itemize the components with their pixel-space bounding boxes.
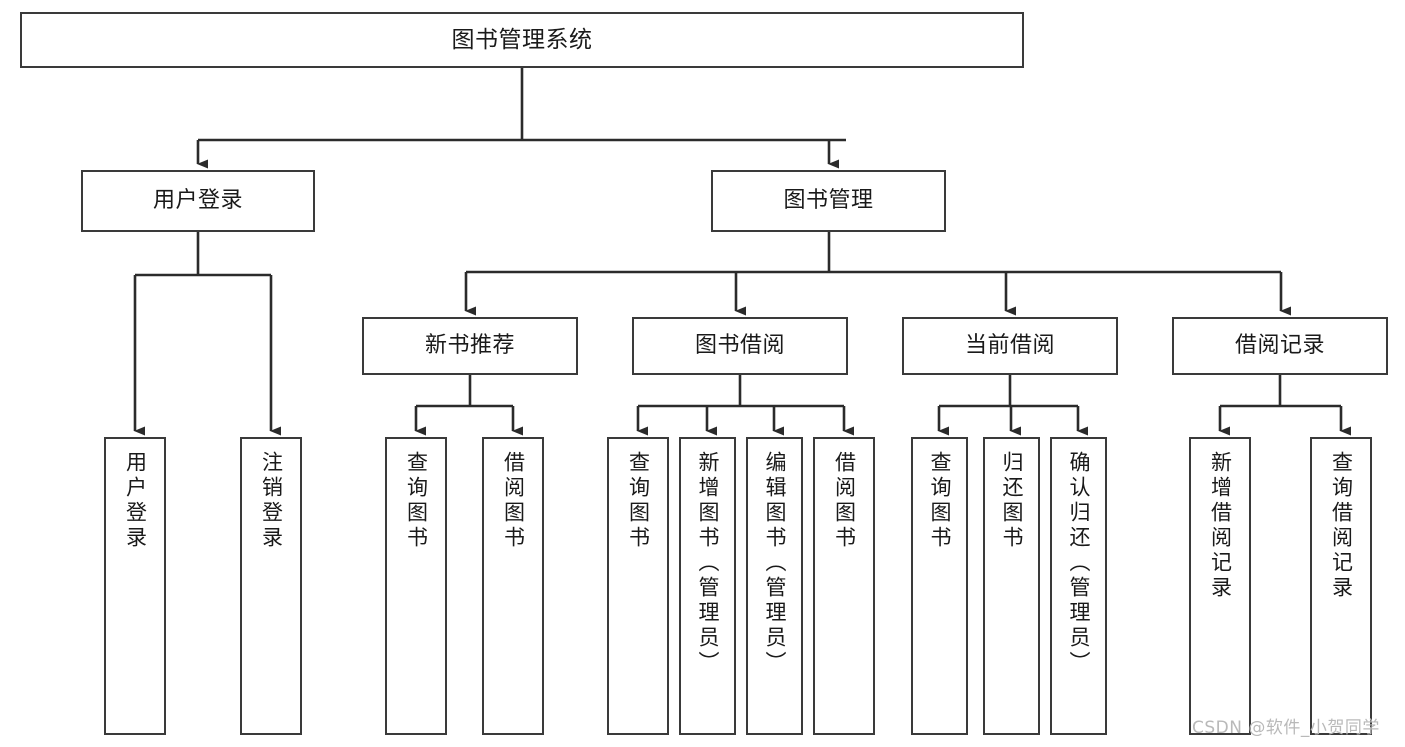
leaf-add-book-admin-label: 新增图书（管理员） xyxy=(696,451,720,676)
leaf-confirm-return-admin[interactable]: 确认归还（管理员） xyxy=(1050,437,1107,735)
node-book-management[interactable]: 图书管理 xyxy=(711,170,946,232)
node-current-borrow-label: 当前借阅 xyxy=(964,333,1055,359)
node-root[interactable]: 图书管理系统 xyxy=(20,12,1024,68)
leaf-add-borrow-record-label: 新增借阅记录 xyxy=(1208,451,1233,601)
leaf-query-book-1-label: 查询图书 xyxy=(404,451,429,551)
leaf-borrow-book-1[interactable]: 借阅图书 xyxy=(482,437,544,735)
node-borrow-record[interactable]: 借阅记录 xyxy=(1172,317,1388,375)
node-current-borrow[interactable]: 当前借阅 xyxy=(902,317,1118,375)
csdn-watermark: CSDN @软件_小贺同学 xyxy=(1192,718,1380,738)
node-user-login-label: 用户登录 xyxy=(152,188,243,214)
leaf-return-book-label: 归还图书 xyxy=(1000,451,1024,551)
leaf-logout-label: 注销登录 xyxy=(259,451,284,551)
leaf-add-book-admin[interactable]: 新增图书（管理员） xyxy=(679,437,736,735)
node-book-borrow-label: 图书借阅 xyxy=(694,333,785,359)
node-new-book-recommend[interactable]: 新书推荐 xyxy=(362,317,578,375)
leaf-user-login-label: 用户登录 xyxy=(123,451,148,551)
leaf-query-borrow-record-label: 查询借阅记录 xyxy=(1329,451,1354,601)
leaf-return-book[interactable]: 归还图书 xyxy=(983,437,1040,735)
leaf-query-book-2[interactable]: 查询图书 xyxy=(607,437,669,735)
leaf-user-login[interactable]: 用户登录 xyxy=(104,437,166,735)
leaf-confirm-return-admin-label: 确认归还（管理员） xyxy=(1067,451,1091,676)
leaf-query-borrow-record[interactable]: 查询借阅记录 xyxy=(1310,437,1372,735)
node-new-book-recommend-label: 新书推荐 xyxy=(424,333,515,359)
leaf-borrow-book-2[interactable]: 借阅图书 xyxy=(813,437,875,735)
leaf-edit-book-admin[interactable]: 编辑图书（管理员） xyxy=(746,437,803,735)
node-user-login[interactable]: 用户登录 xyxy=(81,170,315,232)
leaf-query-book-3[interactable]: 查询图书 xyxy=(911,437,968,735)
leaf-logout[interactable]: 注销登录 xyxy=(240,437,302,735)
node-root-label: 图书管理系统 xyxy=(451,26,593,53)
leaf-borrow-book-2-label: 借阅图书 xyxy=(832,451,857,551)
node-borrow-record-label: 借阅记录 xyxy=(1234,333,1325,359)
leaf-edit-book-admin-label: 编辑图书（管理员） xyxy=(763,451,787,676)
node-book-management-label: 图书管理 xyxy=(783,188,874,214)
leaf-query-book-1[interactable]: 查询图书 xyxy=(385,437,447,735)
node-book-borrow[interactable]: 图书借阅 xyxy=(632,317,848,375)
leaf-query-book-3-label: 查询图书 xyxy=(928,451,952,551)
leaf-add-borrow-record[interactable]: 新增借阅记录 xyxy=(1189,437,1251,735)
leaf-borrow-book-1-label: 借阅图书 xyxy=(501,451,526,551)
leaf-query-book-2-label: 查询图书 xyxy=(626,451,651,551)
